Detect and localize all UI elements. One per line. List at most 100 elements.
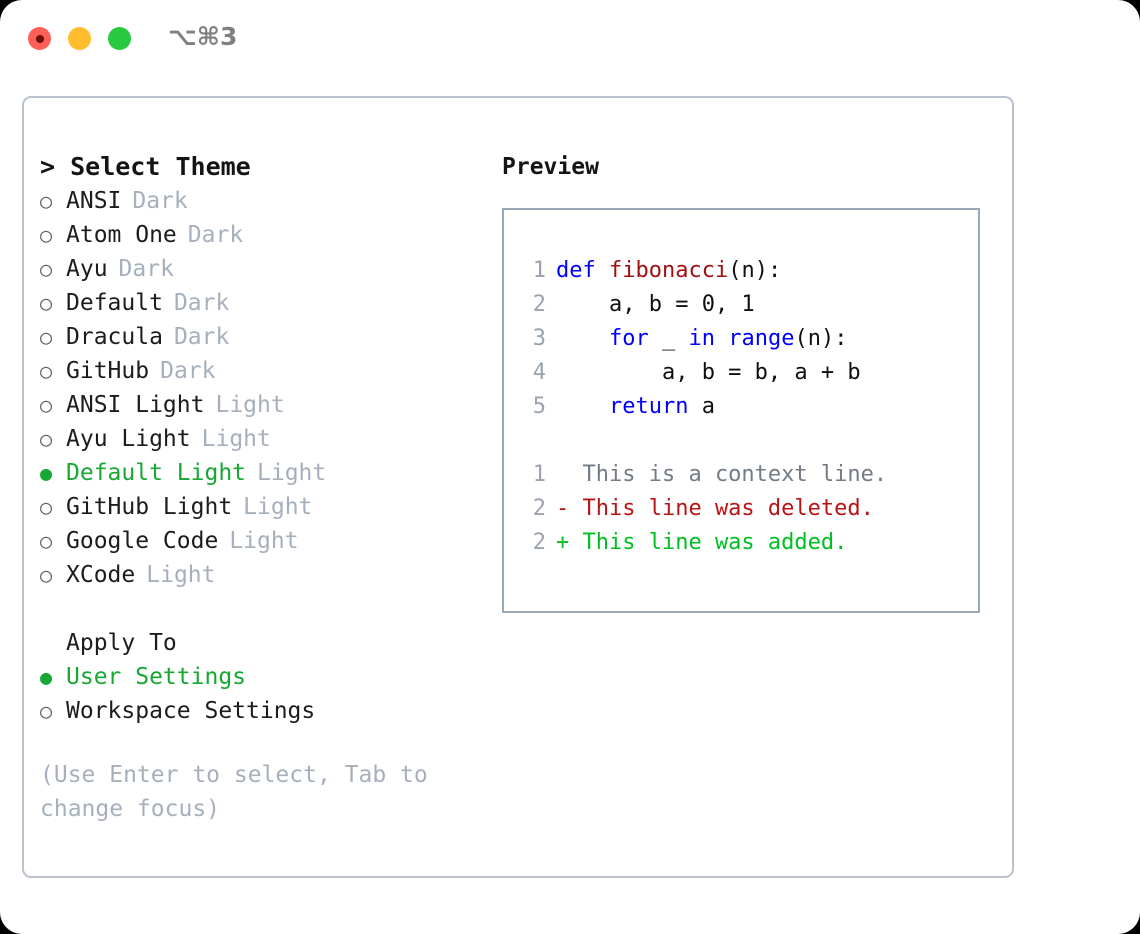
radio-unselected-icon[interactable]: ○ [40,291,53,315]
theme-item[interactable]: ● Default Light Light [40,456,480,490]
radio-unselected-icon[interactable]: ○ [40,223,53,247]
theme-item[interactable]: ○ Ayu Light Light [40,422,480,456]
theme-item[interactable]: ○ GitHub Light Light [40,490,480,524]
theme-item[interactable]: ○ GitHub Dark [40,354,480,388]
code-line-text: a, b = b, a + b [556,356,861,390]
keyboard-hint-text: (Use Enter to select, Tab to change focu… [40,762,428,822]
minimize-button[interactable] [68,27,91,50]
code-token [556,394,609,419]
select-theme-header: > Select Theme [40,152,251,181]
theme-item-label: ANSI [66,188,122,214]
code-line-number: 1 [532,258,546,283]
theme-variant-badge: Dark [187,222,244,248]
traffic-lights [28,27,131,50]
radio-unselected-icon[interactable]: ○ [40,495,53,519]
radio-unselected-icon[interactable]: ○ [40,563,53,587]
theme-item-label: Atom One [66,222,177,248]
apply-to-list[interactable]: ● User Settings ○Workspace Settings [40,660,480,728]
radio-unselected-icon[interactable]: ○ [40,359,53,383]
diff-line: 2 - This line was deleted. [520,492,978,526]
list-spacer [40,592,480,626]
theme-variant-badge: Light [215,392,285,418]
code-token: in [688,326,715,351]
maximize-button[interactable] [108,27,131,50]
close-button[interactable] [28,27,51,50]
code-token: return [608,394,689,419]
theme-item-label: Default [66,290,163,316]
diff-line-text: - This line was deleted. [556,496,874,521]
code-line-text: def fibonacci(n): [556,254,781,288]
radio-selected-icon[interactable]: ● [40,665,53,689]
theme-item[interactable]: ○ ANSI Dark [40,184,480,218]
theme-variant-badge: Light [229,528,299,554]
code-line-number: 5 [532,394,546,419]
theme-item[interactable]: ○ Default Dark [40,286,480,320]
diff-line-text: This is a context line. [556,462,888,487]
diff-sample: 1 This is a context line. 2 - This line wa… [520,458,978,560]
theme-variant-badge: Light [257,460,327,486]
diff-line-number: 1 [532,462,546,487]
radio-selected-icon[interactable]: ● [40,461,53,485]
theme-variant-badge: Light [146,562,216,588]
code-line-number: 2 [532,292,546,317]
diff-line: 2+ This line was added. [520,526,978,560]
code-token: a, b = 0, 1 [556,292,755,317]
code-line-text: return a [556,390,715,424]
radio-unselected-icon[interactable]: ○ [40,257,53,281]
theme-item-label: Ayu [66,256,108,282]
code-line: 1 def fibonacci(n): [520,254,978,288]
theme-variant-badge: Dark [173,290,230,316]
code-token: (n): [794,326,848,351]
code-token [596,258,609,283]
radio-unselected-icon[interactable]: ○ [40,189,53,213]
theme-item[interactable]: ○ Ayu Dark [40,252,480,286]
theme-item-label: XCode [66,562,136,588]
code-line-text: for _ in range(n): [556,322,847,356]
diff-line-number: 2 [532,496,546,521]
theme-item-label: GitHub [66,358,150,384]
title-bar: ⌥⌘3 [0,0,1140,78]
code-token: def [556,258,596,283]
theme-variant-badge: Light [243,494,313,520]
theme-item-label: ANSI Light [66,392,205,418]
apply-to-item[interactable]: ● User Settings [40,660,480,694]
theme-item-label: GitHub Light [66,494,233,520]
theme-item-label: Default Light [66,460,247,486]
code-token: _ [648,326,689,351]
radio-unselected-icon[interactable]: ○ [40,699,53,723]
code-line: 5 return a [520,390,978,424]
radio-unselected-icon[interactable]: ○ [40,325,53,349]
code-line-text: a, b = 0, 1 [556,288,755,322]
apply-to-item[interactable]: ○Workspace Settings [40,694,480,728]
diff-line-text: + This line was added. [556,530,848,555]
code-token: a, b = b, a + b [556,360,861,385]
theme-item[interactable]: ○ Dracula Dark [40,320,480,354]
radio-unselected-icon[interactable]: ○ [40,427,53,451]
code-line: 4 a, b = b, a + b [520,356,978,390]
radio-unselected-icon[interactable]: ○ [40,529,53,553]
preview-title: Preview [502,154,599,180]
theme-item[interactable]: ○ Atom One Dark [40,218,480,252]
theme-variant-badge: Dark [132,188,188,214]
theme-variant-badge: Dark [160,358,216,384]
theme-item-label: Dracula [66,324,163,350]
code-token [715,326,728,351]
theme-item-label: Ayu Light [66,426,191,452]
theme-variant-badge: Dark [173,324,230,350]
theme-variant-badge: Light [201,426,271,452]
code-token: range [728,326,795,351]
apply-to-item-label: User Settings [66,664,247,690]
radio-unselected-icon[interactable]: ○ [40,393,53,417]
theme-item[interactable]: ○ XCode Light [40,558,480,592]
theme-variant-badge: Dark [118,256,174,282]
code-token: (n): [728,258,782,283]
code-token [556,326,609,351]
theme-item[interactable]: ○ ANSI Light Light [40,388,480,422]
